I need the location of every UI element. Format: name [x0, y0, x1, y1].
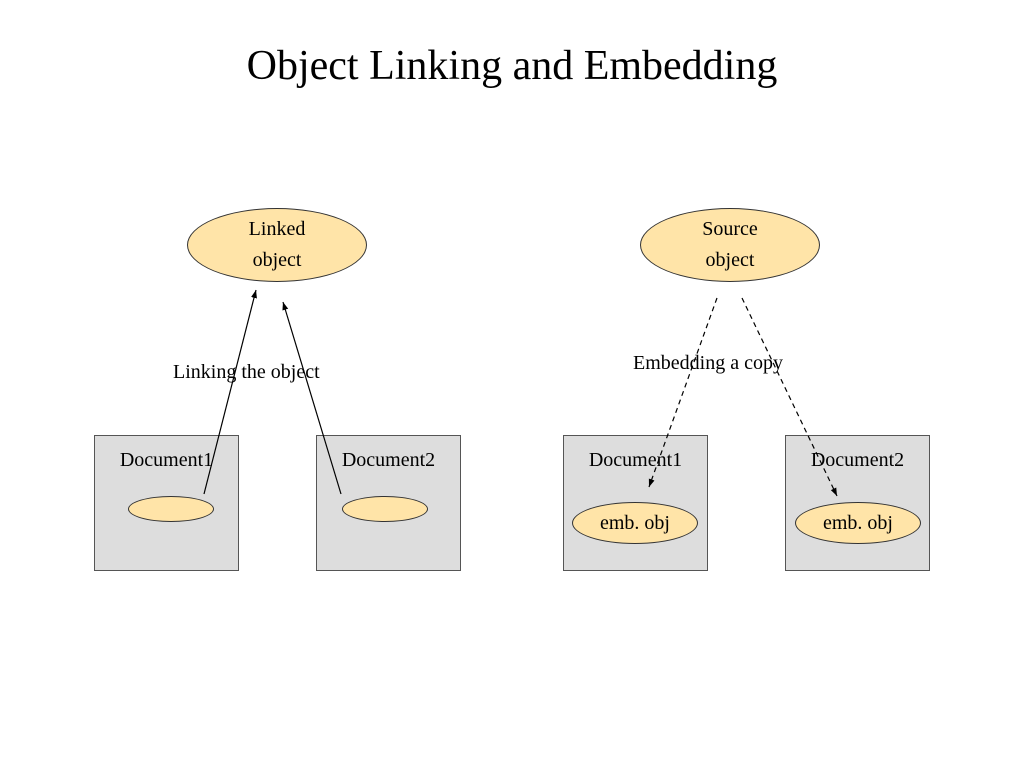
linking-document2: Document2 — [316, 435, 461, 571]
linked-object-label-line2: object — [252, 249, 302, 271]
embedding-caption: Embedding a copy — [633, 352, 783, 374]
linking-document2-label: Document2 — [341, 449, 436, 471]
linking-document2-link-placeholder — [342, 496, 428, 522]
linking-caption: Linking the object — [173, 361, 320, 383]
embedding-document1-label: Document1 — [588, 449, 683, 471]
embedding-document2: Document2 emb. obj — [785, 435, 930, 571]
linking-document1: Document1 — [94, 435, 239, 571]
linked-object-label-line1: Linked — [248, 218, 306, 240]
slide-title: Object Linking and Embedding — [246, 43, 778, 89]
source-object-label-line2: object — [705, 249, 755, 271]
embedding-document2-label: Document2 — [810, 449, 905, 471]
source-object: Source object — [640, 208, 820, 282]
embedded-object-1: emb. obj — [572, 502, 698, 544]
linking-document1-link-placeholder — [128, 496, 214, 522]
source-object-label-line1: Source — [702, 218, 758, 240]
linked-object: Linked object — [187, 208, 367, 282]
embedding-document1: Document1 emb. obj — [563, 435, 708, 571]
linking-document1-label: Document1 — [119, 449, 214, 471]
embedded-object-2: emb. obj — [795, 502, 921, 544]
